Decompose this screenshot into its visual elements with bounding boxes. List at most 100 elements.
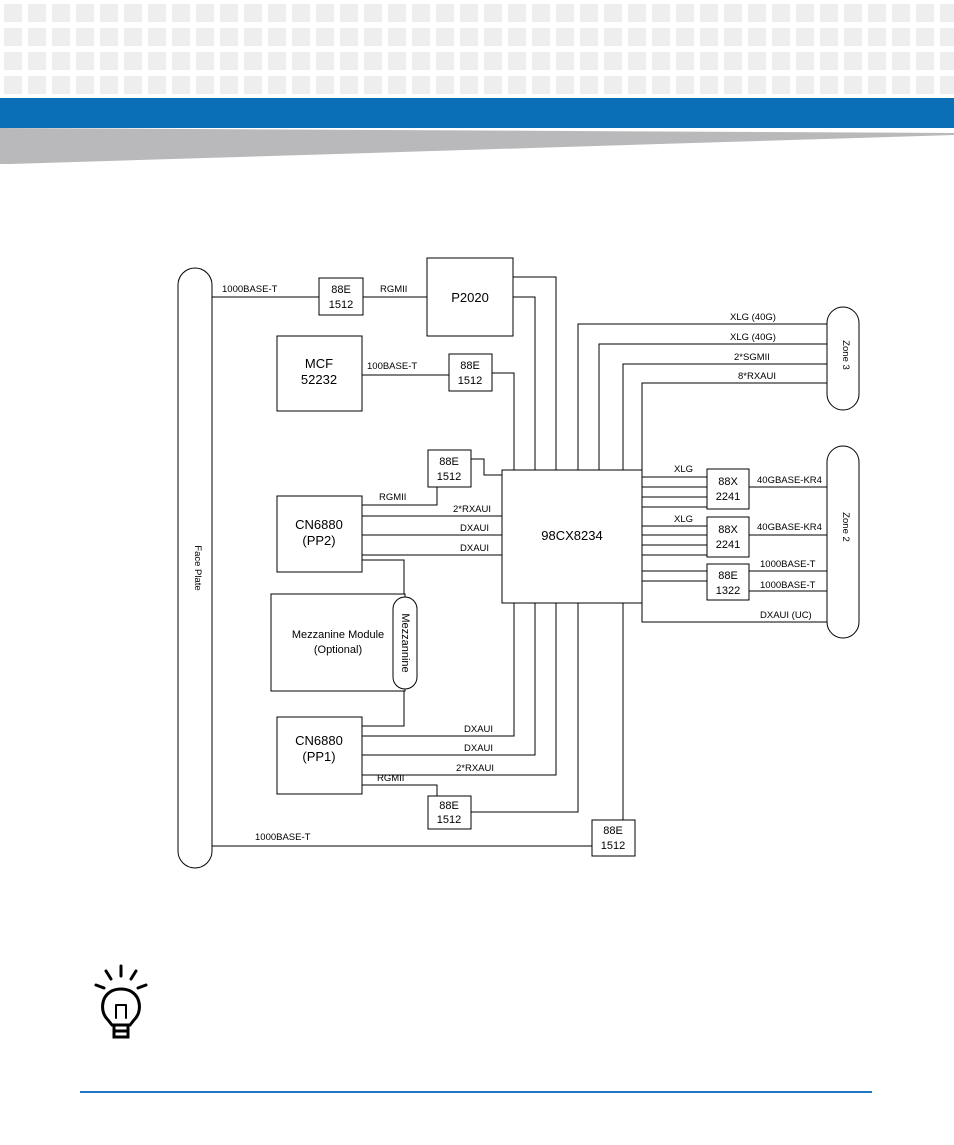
x2241-a-label-1: 88X [718, 476, 738, 488]
header-tile [52, 76, 70, 94]
phy-pp2-block [427, 449, 472, 488]
footer-rule [80, 1091, 872, 1093]
header-tile [820, 76, 838, 94]
header-tile [364, 4, 382, 22]
header-tile [388, 52, 406, 70]
header-tile [652, 76, 670, 94]
header-tile [700, 76, 718, 94]
header-tile [268, 76, 286, 94]
p2020-block [426, 257, 514, 337]
link-label-pp2-dxaui-1: DXAUI [460, 523, 489, 534]
header-tile [628, 28, 646, 46]
header-tile [340, 52, 358, 70]
link-label-z3-xlg-1: XLG (40G) [730, 312, 776, 323]
header-tile [148, 4, 166, 22]
mezzanine-connector [392, 596, 418, 690]
header-tile [868, 52, 886, 70]
header-tile [916, 28, 934, 46]
header-tile [28, 76, 46, 94]
header-tile [412, 28, 430, 46]
header-tile [148, 76, 166, 94]
header-tile [892, 76, 910, 94]
header-tile [916, 52, 934, 70]
header-tile [868, 4, 886, 22]
header-tile [868, 76, 886, 94]
header-tile [172, 52, 190, 70]
link-label-rgmii-pp1: RGMII [377, 773, 404, 784]
header-tile [748, 76, 766, 94]
header-tile [892, 4, 910, 22]
switch-block [501, 469, 643, 604]
header-tile [820, 52, 838, 70]
link-label-rgmii-top: RGMII [380, 284, 407, 295]
header-tile [244, 28, 262, 46]
zone-2-connector [826, 445, 860, 639]
x2241-b-label-1: 88X [718, 524, 738, 536]
phy-top-block [318, 277, 364, 316]
link-label-fp-top: 1000BASE-T [222, 284, 278, 295]
header-tile [676, 4, 694, 22]
header-tile [196, 4, 214, 22]
header-tile [316, 28, 334, 46]
header-tile [388, 28, 406, 46]
link-label-kr4-b: 40GBASE-KR4 [757, 522, 822, 533]
header-tile [244, 4, 262, 22]
header-tile [292, 28, 310, 46]
link-label-pp1-dxaui-2: DXAUI [464, 743, 493, 754]
header-tile [724, 52, 742, 70]
header-tile [244, 52, 262, 70]
header-tile [532, 76, 550, 94]
header-tile [412, 4, 430, 22]
header-tile [604, 4, 622, 22]
phy-pp1-label-2: 1512 [437, 814, 461, 826]
header-tile [100, 76, 118, 94]
phy-top-label-1: 88E [331, 284, 351, 296]
header-tile [628, 76, 646, 94]
pp2-label-2: (PP2) [302, 533, 335, 548]
header-tile [4, 28, 22, 46]
header-tile [28, 28, 46, 46]
face-plate-label: Face Plate [192, 545, 203, 590]
header-tile [124, 4, 142, 22]
header-tile [652, 4, 670, 22]
header-tile [4, 4, 22, 22]
header-tile [100, 28, 118, 46]
mcf-label-1: MCF [305, 356, 333, 371]
header-tile [604, 76, 622, 94]
pp1-label-2: (PP1) [302, 749, 335, 764]
header-tile [556, 76, 574, 94]
phy-mcf-label-1: 88E [460, 360, 480, 372]
p2020-label: P2020 [451, 290, 489, 305]
e1322-block [706, 563, 750, 601]
header-tile [844, 52, 862, 70]
link-label-pp2-dxaui-2: DXAUI [460, 543, 489, 554]
header-tile [244, 76, 262, 94]
header-tile [796, 28, 814, 46]
x2241-b-label-2: 2241 [716, 539, 740, 551]
header-tile [796, 4, 814, 22]
header-tile [76, 76, 94, 94]
header-tile-pattern [4, 4, 954, 94]
header-tile [76, 4, 94, 22]
header-tile [676, 28, 694, 46]
header-tile [28, 52, 46, 70]
header-tile [772, 28, 790, 46]
header-tile [172, 76, 190, 94]
header-tile [172, 28, 190, 46]
header-tile [76, 28, 94, 46]
header-tile [676, 76, 694, 94]
header-tile [532, 52, 550, 70]
header-tile [340, 28, 358, 46]
header-tile [532, 4, 550, 22]
header-tile [172, 4, 190, 22]
header-tile [340, 4, 358, 22]
header-band [0, 128, 954, 164]
header-tile [28, 4, 46, 22]
header-tile [580, 52, 598, 70]
header-tile [436, 52, 454, 70]
zone-2-label: Zone 2 [840, 512, 851, 542]
mezzanine-module-block [270, 593, 406, 692]
header-tile [220, 4, 238, 22]
header-tile [436, 28, 454, 46]
